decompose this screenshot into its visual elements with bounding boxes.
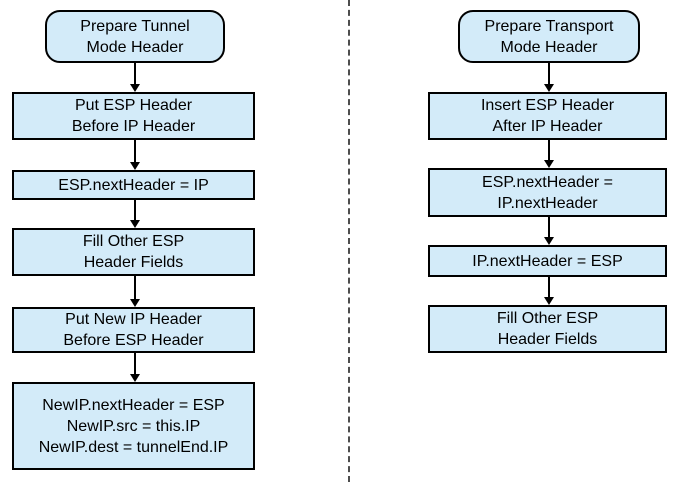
node-text-line: ESP.nextHeader = IP xyxy=(58,176,209,194)
node-text-line: Fill Other ESP xyxy=(82,233,185,250)
node-text-line: NewIP.nextHeader = ESP xyxy=(42,396,225,414)
node-text-line: Fill Other ESP xyxy=(496,310,599,327)
node-text-line: Prepare Transport xyxy=(484,17,614,35)
arrow-head-icon xyxy=(544,84,554,92)
node-text-line: Before IP Header xyxy=(71,118,196,135)
node-text-line: Header Fields xyxy=(83,254,184,271)
node-newip-field-assignments: NewIP.nextHeader = ESP NewIP.src = this.… xyxy=(12,382,255,470)
node-text-line: Header Fields xyxy=(497,331,598,348)
node-text-line: NewIP.src = this.IP xyxy=(66,417,201,435)
node-fill-other-esp-header-fields-left: Fill Other ESP Header Fields xyxy=(12,228,255,276)
node-esp-nextheader-equals-ip-nextheader: ESP.nextHeader = IP.nextHeader xyxy=(428,168,667,217)
arrow-stem xyxy=(134,63,136,87)
node-text-line: IP.nextHeader = ESP xyxy=(472,252,623,270)
node-esp-nextheader-ip: ESP.nextHeader = IP xyxy=(12,170,255,200)
node-text-line: Insert ESP Header xyxy=(480,97,615,114)
arrow-down xyxy=(544,63,554,92)
node-put-new-ip-header-before-esp-header: Put New IP Header Before ESP Header xyxy=(12,307,255,353)
node-text-line: Mode Header xyxy=(86,38,184,56)
arrow-down xyxy=(130,200,140,228)
node-prepare-transport-mode-header: Prepare Transport Mode Header xyxy=(458,10,640,63)
node-insert-esp-header-after-ip-header: Insert ESP Header After IP Header xyxy=(428,92,667,140)
node-put-esp-header-before-ip-header: Put ESP Header Before IP Header xyxy=(12,92,255,140)
node-text-line: IP.nextHeader xyxy=(497,194,598,212)
node-ip-nextheader-esp: IP.nextHeader = ESP xyxy=(428,245,667,277)
dashed-divider xyxy=(348,0,350,482)
arrow-stem xyxy=(134,276,136,302)
arrow-down xyxy=(544,277,554,305)
arrow-down xyxy=(130,140,140,170)
arrow-stem xyxy=(548,277,550,300)
arrow-head-icon xyxy=(130,220,140,228)
arrow-head-icon xyxy=(130,299,140,307)
arrow-down xyxy=(130,63,140,92)
node-text-line: NewIP.dest = tunnelEnd.IP xyxy=(38,438,229,456)
arrow-down xyxy=(544,217,554,245)
arrow-stem xyxy=(548,217,550,240)
arrow-stem xyxy=(134,353,136,377)
arrow-stem xyxy=(134,200,136,223)
arrow-down xyxy=(130,353,140,382)
arrow-head-icon xyxy=(130,84,140,92)
node-text-line: ESP.nextHeader = xyxy=(482,173,613,191)
arrow-head-icon xyxy=(544,297,554,305)
node-text-line: Put ESP Header xyxy=(74,97,193,114)
node-text-line: Before ESP Header xyxy=(63,332,204,349)
node-text-line: Prepare Tunnel xyxy=(80,17,190,35)
arrow-head-icon xyxy=(544,237,554,245)
arrow-head-icon xyxy=(544,160,554,168)
node-text-line: Mode Header xyxy=(500,38,598,56)
node-fill-other-esp-header-fields-right: Fill Other ESP Header Fields xyxy=(428,305,667,353)
node-text-line: Put New IP Header xyxy=(65,311,202,328)
arrow-down xyxy=(544,140,554,168)
node-prepare-tunnel-mode-header: Prepare Tunnel Mode Header xyxy=(45,10,225,63)
arrow-stem xyxy=(548,63,550,87)
arrow-stem xyxy=(548,140,550,163)
node-text-line: After IP Header xyxy=(492,118,603,135)
arrow-down xyxy=(130,276,140,307)
arrow-head-icon xyxy=(130,162,140,170)
arrow-head-icon xyxy=(130,374,140,382)
arrow-stem xyxy=(134,140,136,165)
